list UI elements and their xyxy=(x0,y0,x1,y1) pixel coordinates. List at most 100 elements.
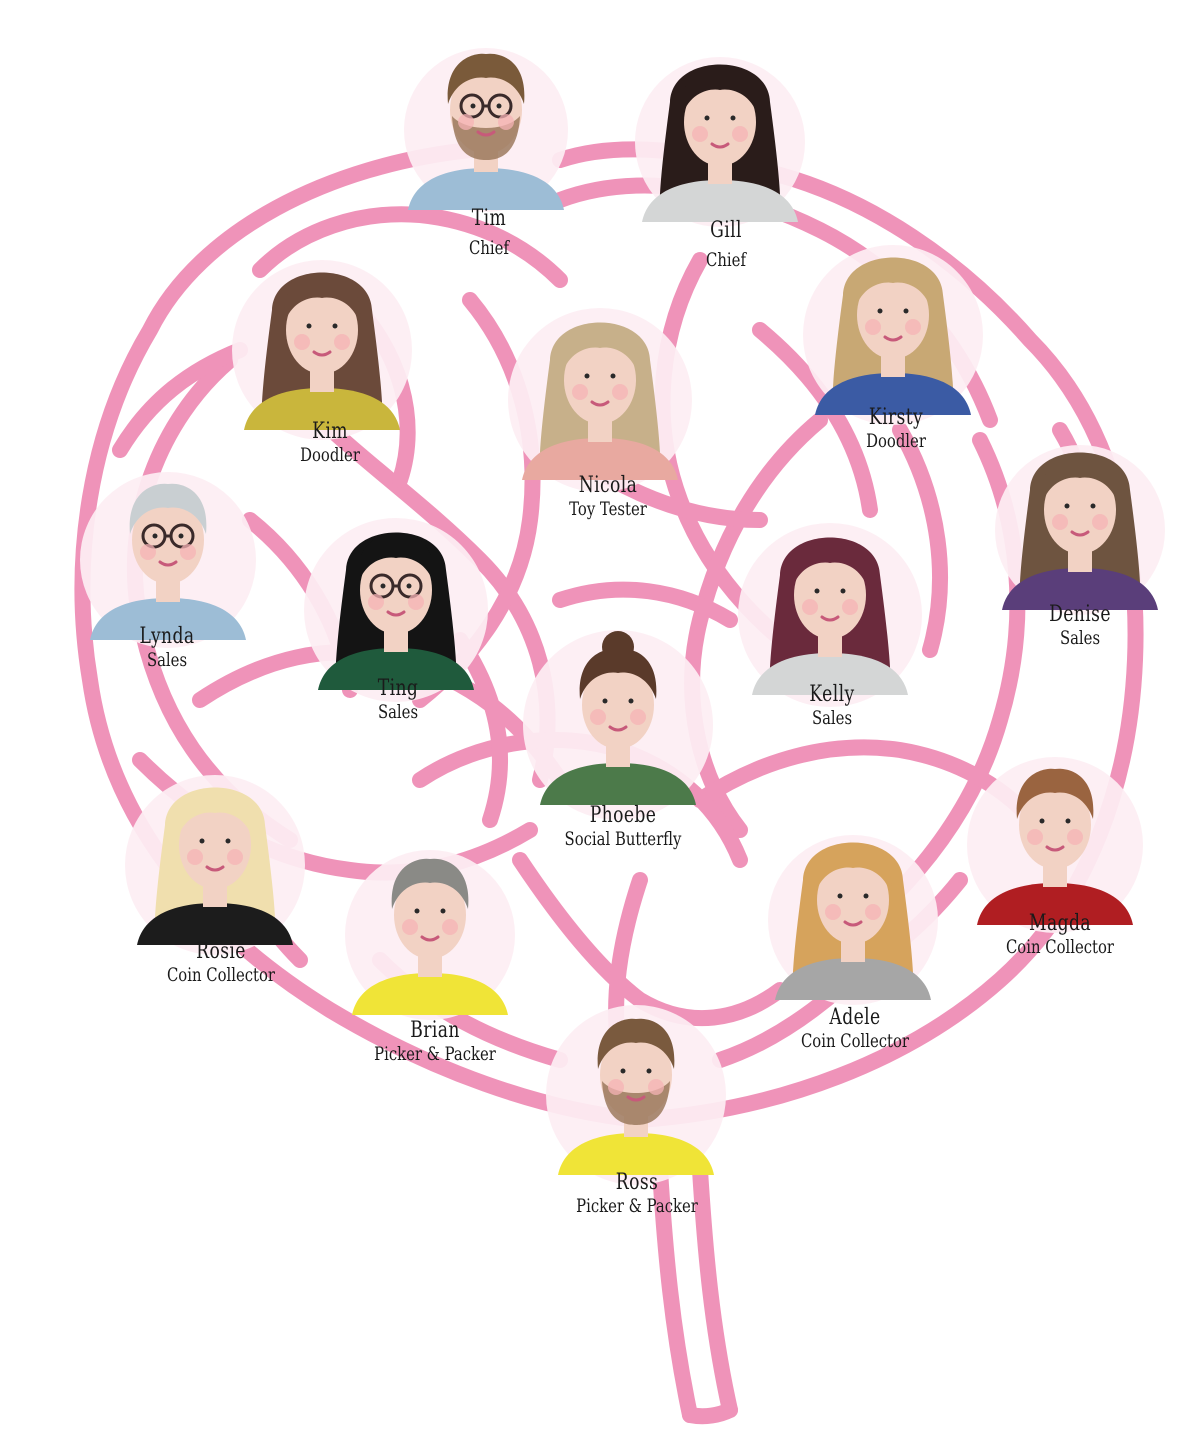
cheek xyxy=(1052,514,1068,530)
cheek xyxy=(458,114,474,130)
mouth xyxy=(386,610,406,617)
mouth xyxy=(820,615,840,622)
cheek xyxy=(227,849,243,865)
shoulders xyxy=(642,180,798,222)
portraits xyxy=(90,53,1158,1175)
shoulders xyxy=(244,388,400,430)
shoulders xyxy=(137,903,293,945)
cheek xyxy=(732,126,748,142)
eye xyxy=(730,115,736,121)
hair-top xyxy=(854,258,932,309)
face xyxy=(1044,466,1116,554)
mouth xyxy=(420,935,440,942)
cheek xyxy=(140,544,156,560)
eye xyxy=(1064,503,1070,509)
face xyxy=(179,801,251,889)
face xyxy=(564,336,636,424)
branch-stroke xyxy=(112,342,248,458)
eye xyxy=(306,323,312,329)
eye xyxy=(1039,818,1045,824)
cheek xyxy=(802,599,818,615)
cheek xyxy=(1092,514,1108,530)
cheek xyxy=(442,919,458,935)
cheek xyxy=(368,594,384,610)
cheek xyxy=(865,319,881,335)
eye xyxy=(1090,503,1096,509)
face xyxy=(582,661,654,749)
eye xyxy=(225,838,231,844)
face xyxy=(360,546,432,634)
eye xyxy=(837,893,843,899)
branch-stroke xyxy=(512,852,788,1027)
branch-stroke xyxy=(684,412,828,838)
face xyxy=(684,78,756,166)
eye xyxy=(414,908,420,914)
eye xyxy=(814,588,820,594)
portrait-ting xyxy=(318,532,474,690)
portrait-lynda xyxy=(90,483,246,640)
mouth xyxy=(843,920,863,927)
eye xyxy=(380,583,386,589)
shoulders xyxy=(90,598,246,640)
eye xyxy=(440,908,446,914)
eye xyxy=(877,308,883,314)
branch-stroke xyxy=(692,1162,738,1418)
eye xyxy=(620,1068,626,1074)
eye xyxy=(646,1068,652,1074)
portrait-tim xyxy=(408,53,564,210)
branch-stroke xyxy=(74,142,648,1128)
portrait-adele xyxy=(775,842,931,1000)
face xyxy=(794,551,866,639)
eye xyxy=(610,373,616,379)
cheek xyxy=(612,384,628,400)
hair-top xyxy=(1041,453,1119,504)
eye xyxy=(406,583,412,589)
face xyxy=(857,271,929,359)
face xyxy=(1019,781,1091,869)
shoulders xyxy=(775,958,931,1000)
portrait-denise xyxy=(1002,452,1158,610)
portrait-kim xyxy=(244,272,400,430)
cheek xyxy=(842,599,858,615)
cheek xyxy=(408,594,424,610)
cheek xyxy=(630,709,646,725)
shoulders xyxy=(408,168,564,210)
shoulders xyxy=(352,973,508,1015)
shoulders xyxy=(540,763,696,805)
eye xyxy=(152,533,158,539)
branch-stroke xyxy=(632,167,1144,1128)
mouth xyxy=(205,865,225,872)
cheek xyxy=(825,904,841,920)
hair-top xyxy=(597,1018,675,1069)
shoulders xyxy=(318,648,474,690)
eye xyxy=(628,698,634,704)
cheek xyxy=(402,919,418,935)
mouth xyxy=(710,142,730,149)
hair-top xyxy=(1016,768,1094,819)
eye xyxy=(840,588,846,594)
mouth xyxy=(158,560,178,567)
mouth xyxy=(883,335,903,342)
eye xyxy=(602,698,608,704)
portrait-rosie xyxy=(137,787,293,945)
hair-top xyxy=(129,483,207,534)
shoulders xyxy=(522,438,678,480)
hair-top xyxy=(176,788,254,839)
mouth xyxy=(312,350,332,357)
mouth xyxy=(1070,530,1090,537)
portrait-phoebe xyxy=(540,631,696,805)
eye xyxy=(1065,818,1071,824)
shoulders xyxy=(977,883,1133,925)
branch-stroke xyxy=(452,632,508,828)
cheek xyxy=(865,904,881,920)
branch-stroke xyxy=(682,1402,738,1425)
cheek xyxy=(572,384,588,400)
hair-top xyxy=(681,65,759,116)
shoulders xyxy=(1002,568,1158,610)
cheek xyxy=(180,544,196,560)
hair-top xyxy=(791,538,869,589)
hair-top xyxy=(283,273,361,324)
eye xyxy=(470,103,476,109)
portrait-ross xyxy=(558,1018,714,1175)
cheek xyxy=(905,319,921,335)
